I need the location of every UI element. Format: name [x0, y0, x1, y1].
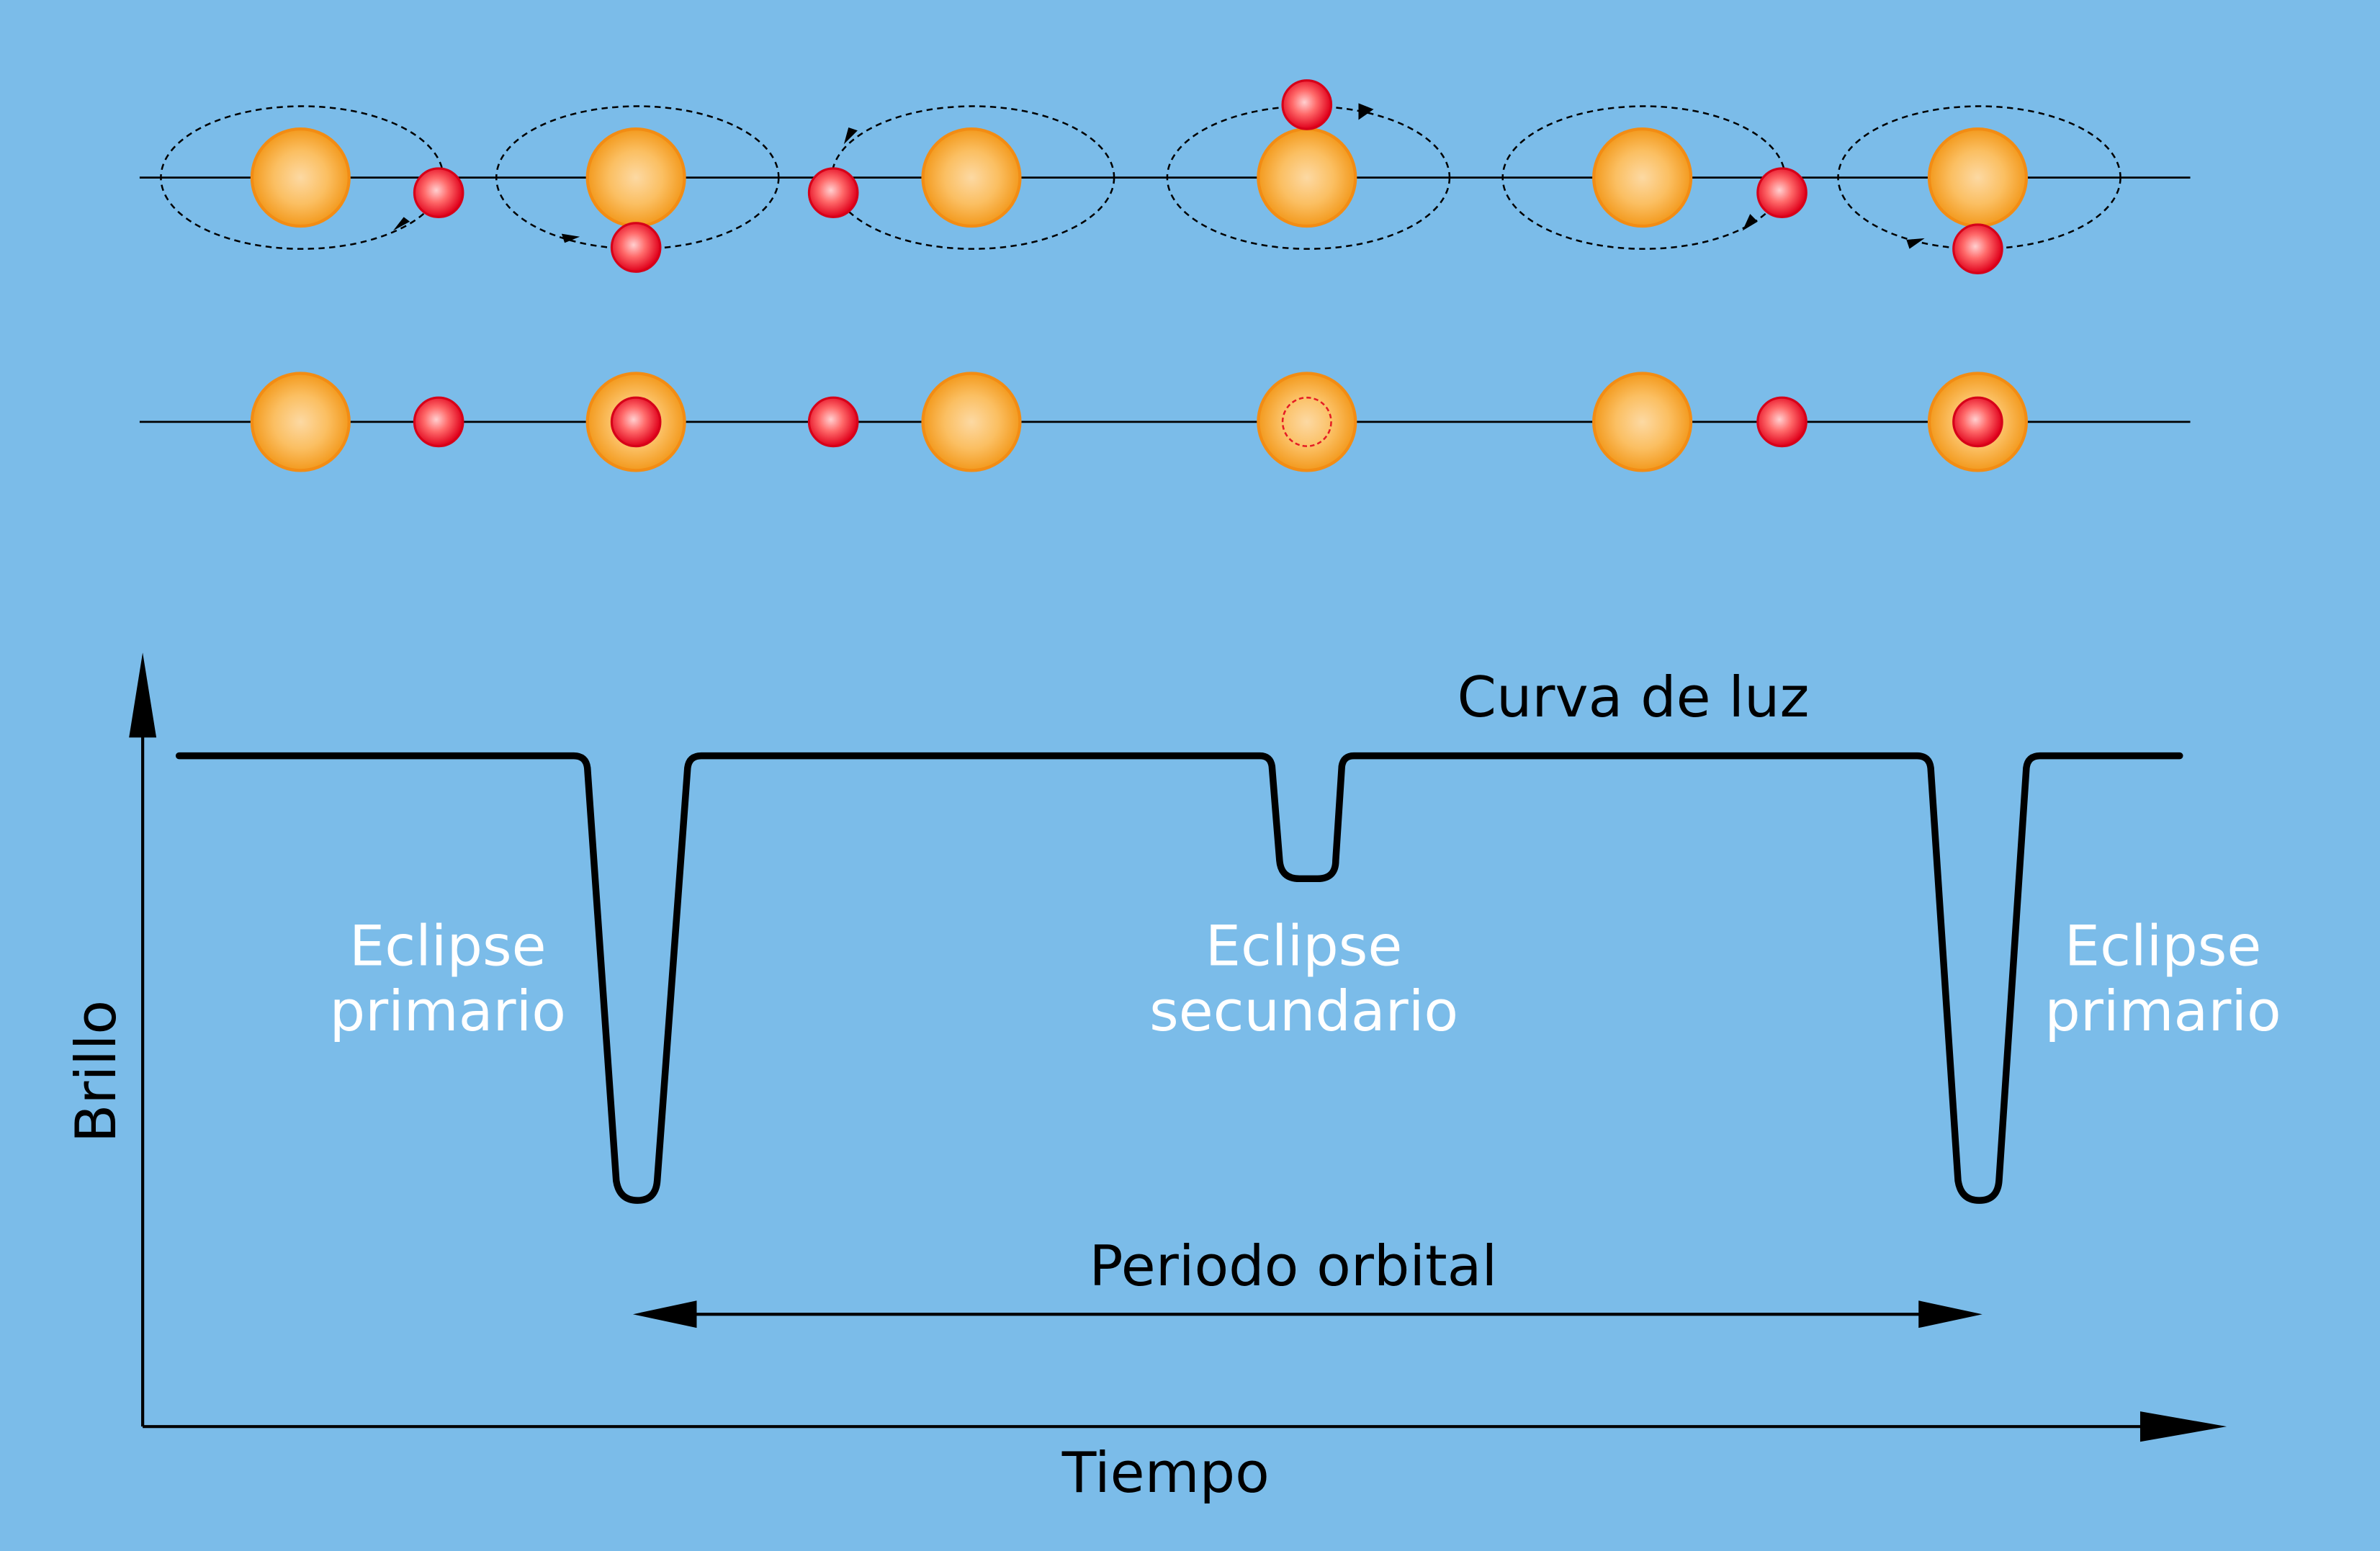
primary-star — [585, 127, 686, 228]
secondary-star — [807, 396, 859, 448]
eclipse-label-line2: secundario — [1149, 979, 1458, 1044]
orbit-frame-1 — [160, 105, 464, 250]
primary-star — [1592, 372, 1693, 472]
eclipse-label-line1: Eclipse — [1205, 914, 1403, 979]
orbit-direction-arrow-icon — [561, 233, 580, 243]
primary-star — [250, 127, 351, 228]
primary-star — [1257, 372, 1357, 472]
orbit-direction-arrow-icon — [392, 217, 410, 231]
primary-star — [921, 372, 1022, 472]
secondary-star — [413, 396, 464, 448]
sightline-frame-6-primary-eclipse — [1927, 372, 2028, 472]
orbit-direction-arrow-icon — [1358, 103, 1374, 120]
secondary-star-in-front — [1952, 396, 2003, 448]
orbit-frame-5 — [1501, 105, 1808, 250]
primary-star — [1927, 127, 2028, 228]
sightline-frame-3 — [807, 372, 1022, 472]
sightline-row — [139, 372, 2191, 472]
secondary-star — [807, 167, 859, 218]
secondary-star — [1756, 167, 1808, 218]
secondary-star — [1756, 396, 1808, 448]
eclipse-label-3: Eclipse primario — [2044, 914, 2281, 1044]
secondary-star — [413, 167, 464, 218]
secondary-star — [1952, 223, 2003, 274]
period-arrow-right-icon — [1918, 1300, 1982, 1329]
eclipse-label-2: Eclipse secundario — [1149, 914, 1458, 1044]
eclipse-label-1: Eclipse primario — [330, 914, 566, 1044]
orbit-direction-arrow-icon — [1906, 238, 1925, 249]
period-arrow-left-icon — [632, 1300, 697, 1329]
orbit-frame-6 — [1837, 105, 2121, 274]
y-axis-label: Brillo — [64, 1000, 129, 1143]
eclipse-label-line1: Eclipse — [349, 914, 547, 979]
primary-star — [1592, 127, 1693, 228]
orbit-direction-arrow-icon — [1742, 214, 1758, 231]
secondary-star — [1281, 79, 1333, 130]
x-axis-label: Tiempo — [1061, 1441, 1270, 1506]
x-axis-arrow-icon — [2139, 1411, 2227, 1442]
y-axis-arrow-icon — [129, 652, 157, 738]
light-curve — [175, 752, 2183, 1204]
light-curve-graph: Curva de luz Periodo orbital Tiempo Bril… — [64, 652, 2281, 1506]
sightline-frame-5 — [1592, 372, 1808, 472]
orbit-frame-2 — [495, 105, 780, 273]
orbit-row — [139, 79, 2191, 274]
secondary-star-in-front — [610, 396, 662, 448]
sightline-frame-2-primary-eclipse — [585, 372, 686, 472]
sightline-frame-4-secondary-eclipse — [1257, 372, 1357, 472]
secondary-star — [610, 222, 662, 273]
eclipse-label-line2: primario — [2044, 979, 2281, 1044]
period-label: Periodo orbital — [1090, 1234, 1498, 1299]
eclipse-label-line2: primario — [330, 979, 566, 1044]
primary-star — [921, 127, 1022, 228]
orbit-frame-4 — [1166, 79, 1451, 250]
sightline-frame-1 — [250, 372, 464, 472]
curve-label: Curva de luz — [1458, 665, 1810, 730]
primary-star — [250, 372, 351, 472]
eclipse-label-line1: Eclipse — [2065, 914, 2262, 979]
primary-star — [1257, 127, 1357, 228]
hidden-secondary-star-outline — [1281, 396, 1332, 447]
